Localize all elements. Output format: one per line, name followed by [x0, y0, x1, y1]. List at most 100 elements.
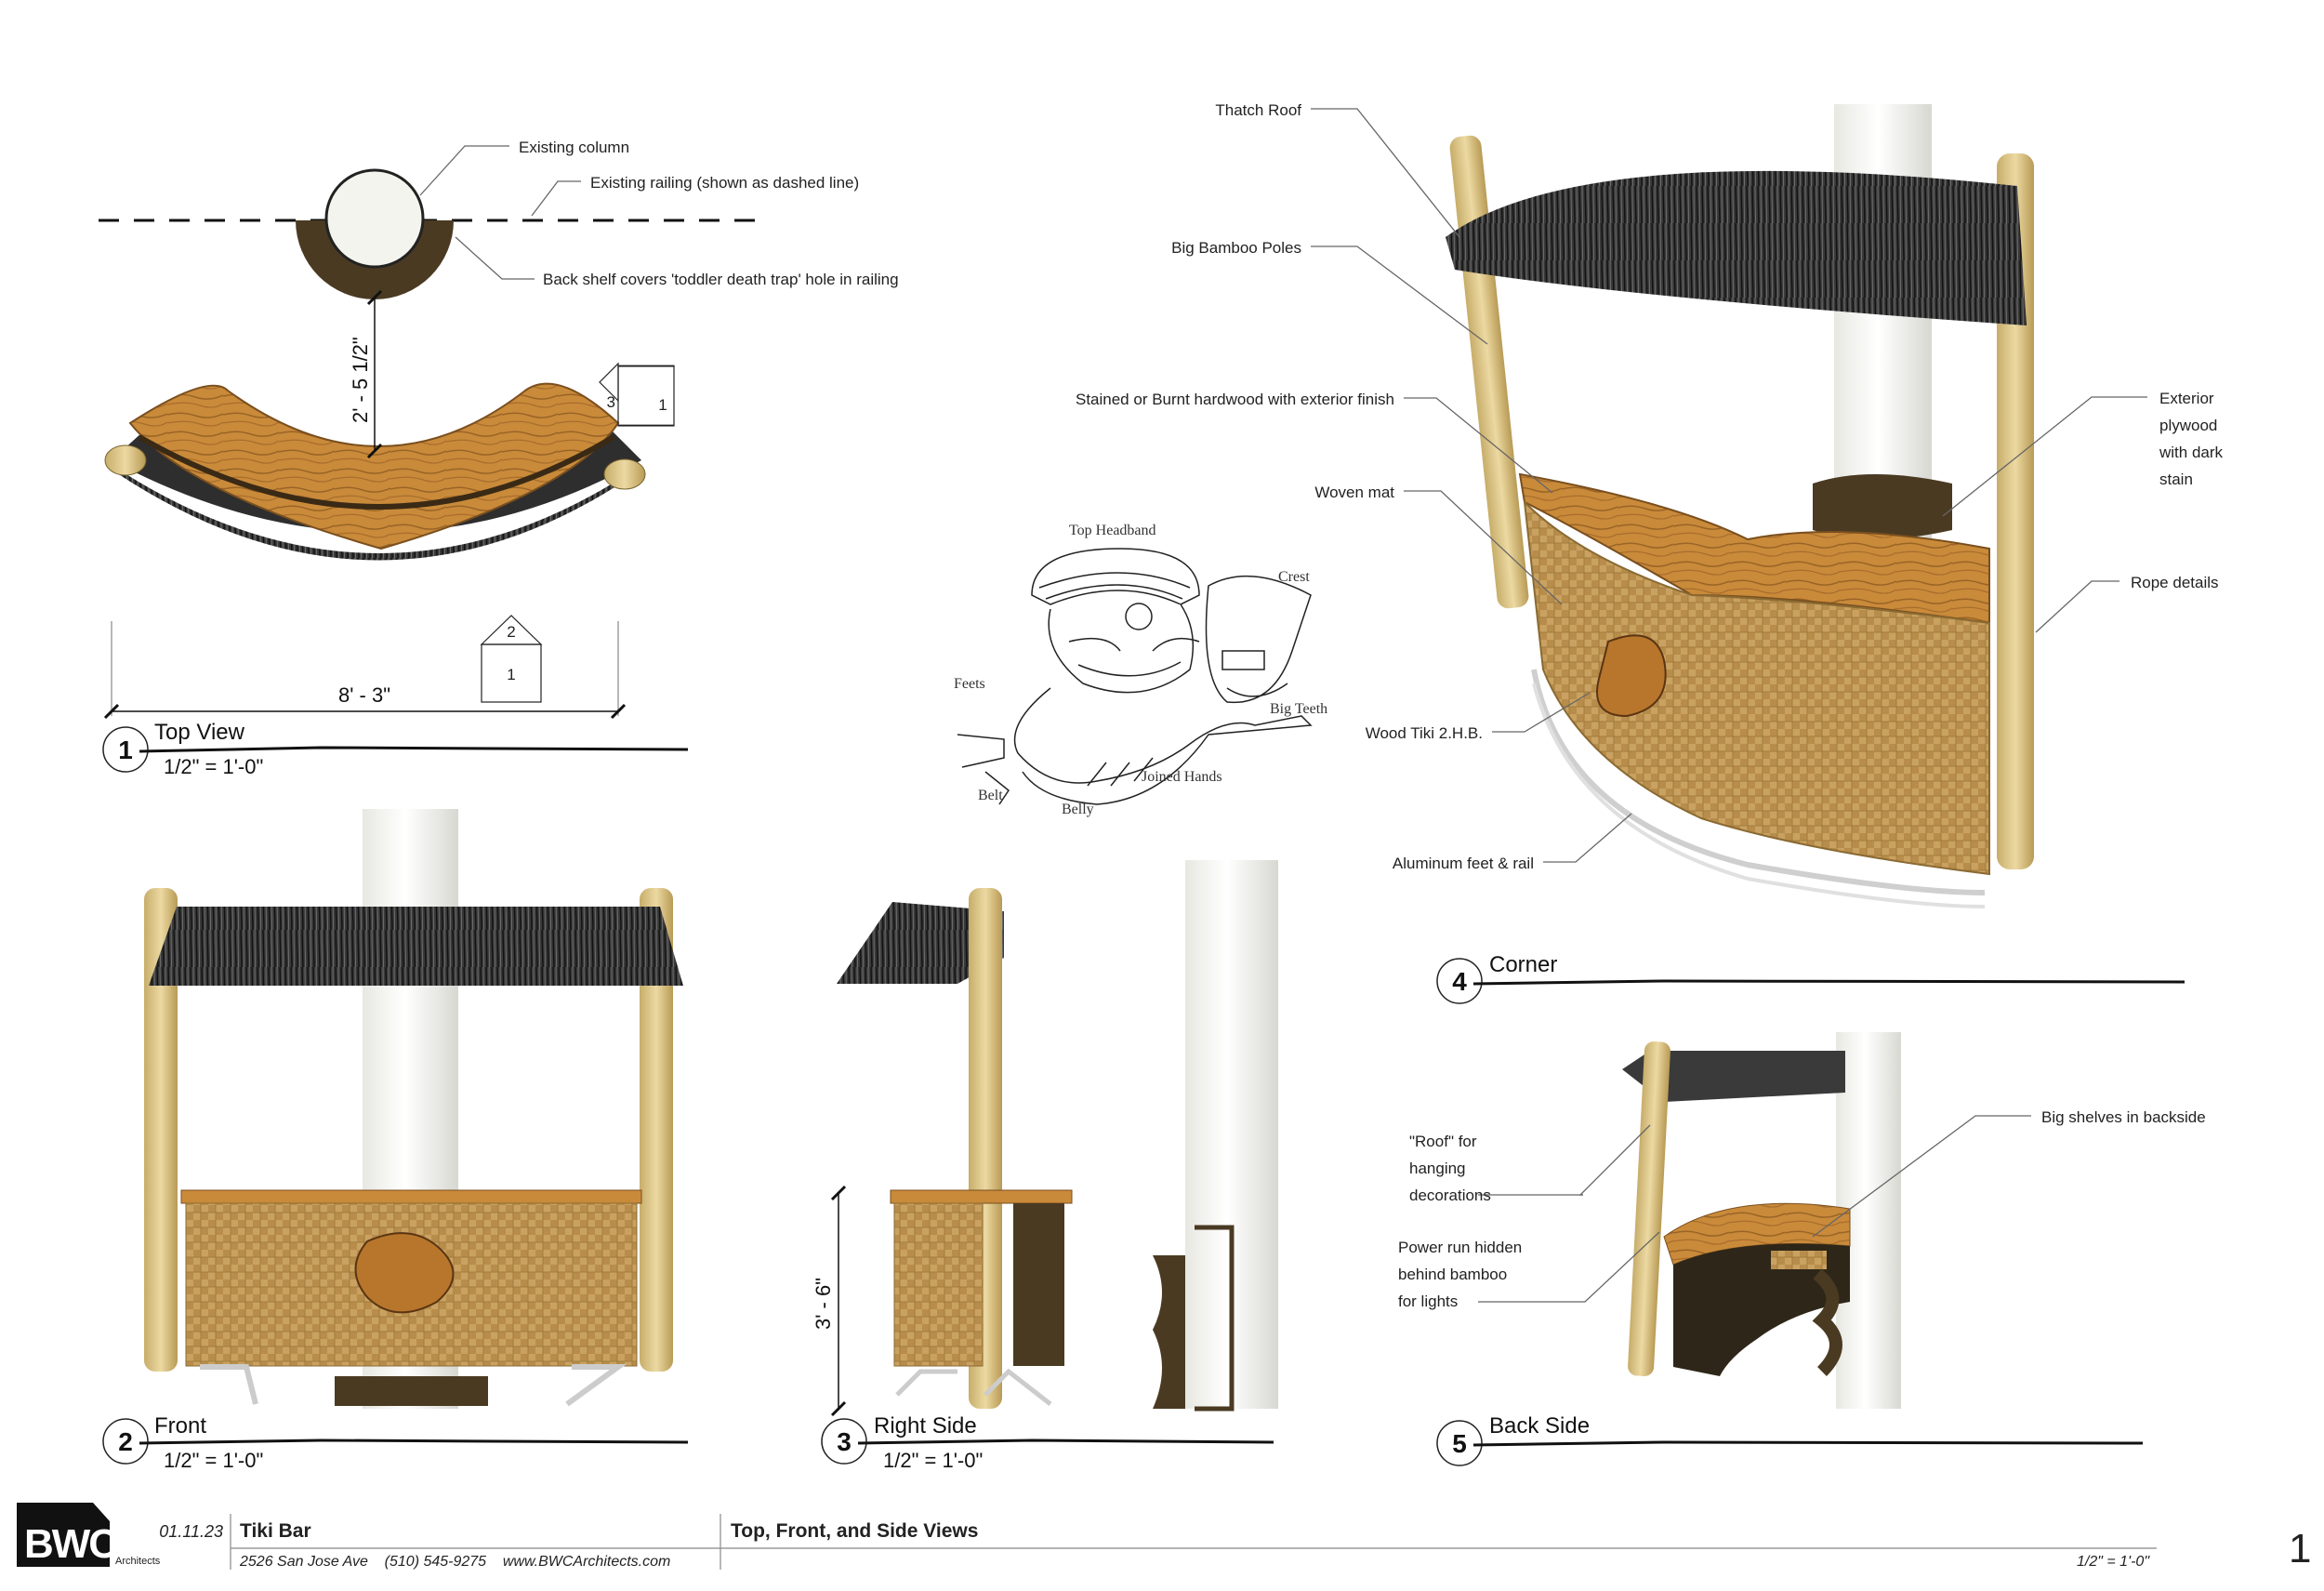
svg-text:4: 4	[1452, 967, 1467, 996]
view-1-scale: 1/2" = 1'-0"	[164, 755, 263, 778]
tiki-crest: Crest	[1278, 569, 1310, 585]
side-woven-mat	[893, 1202, 984, 1367]
tiki-sketch-labels: Top Headband Crest Feets Big Teeth Joine…	[954, 523, 1327, 817]
side-thatch-roof	[837, 902, 1004, 984]
tag-3-sheet: 1	[658, 396, 667, 414]
tiki-belly: Belly	[1062, 802, 1094, 817]
side-countertop	[890, 1189, 1073, 1204]
sheet-number: 1	[2289, 1526, 2311, 1571]
svg-text:plywood: plywood	[2159, 417, 2217, 434]
right-side-view: 3' - 6"	[812, 860, 1278, 1417]
existing-column-circle	[324, 168, 425, 269]
roof-hanging-label: "Roof" for hanging decorations	[1409, 1133, 1491, 1204]
top-view-bamboo-right	[603, 458, 646, 490]
view-4-title: 4 Corner	[1436, 952, 2185, 1004]
view-4-name: Corner	[1489, 952, 1557, 977]
svg-text:5: 5	[1452, 1429, 1467, 1458]
tiki-feets: Feets	[954, 676, 985, 692]
width-dimension: 8' - 3"	[338, 683, 390, 707]
big-bamboo-poles-label: Big Bamboo Poles	[1171, 239, 1301, 257]
tiki-big-teeth: Big Teeth	[1270, 701, 1327, 717]
bwc-logo	[17, 1503, 110, 1567]
depth-dimension: 2' - 5 1/2"	[349, 337, 372, 423]
tiki-sketch	[957, 548, 1313, 805]
view-3-scale: 1/2" = 1'-0"	[883, 1449, 983, 1472]
sheet-scale: 1/2" = 1'-0"	[2077, 1554, 2150, 1570]
woven-mat-label: Woven mat	[1314, 484, 1394, 501]
view-3-name: Right Side	[874, 1413, 977, 1439]
sheet-date: 01.11.23	[159, 1522, 223, 1541]
view-2-scale: 1/2" = 1'-0"	[164, 1449, 263, 1472]
view-2-title: 2 Front 1/2" = 1'-0"	[102, 1413, 689, 1472]
svg-text:2: 2	[118, 1427, 133, 1456]
sheet-title: Top, Front, and Side Views	[731, 1520, 978, 1542]
power-run-label: Power run hidden behind bamboo for light…	[1398, 1239, 1522, 1310]
office-address: 2526 San Jose Ave (510) 545-9275 www.BWC…	[239, 1554, 670, 1570]
front-countertop	[180, 1189, 642, 1204]
corner-aluminum-rail	[1531, 669, 1986, 895]
svg-text:Power run hidden: Power run hidden	[1398, 1239, 1522, 1256]
svg-text:hanging: hanging	[1409, 1160, 1466, 1177]
view-5-title: 5 Back Side	[1436, 1413, 2144, 1466]
svg-text:stain: stain	[2159, 471, 2193, 488]
logo-subtext: Architects	[115, 1556, 161, 1567]
corner-thatch-roof	[1446, 170, 2027, 325]
height-dimension: 3' - 6"	[812, 1278, 835, 1330]
side-back-shelf	[1013, 1203, 1064, 1366]
top-view-thatch-fringe	[112, 465, 641, 561]
top-view: 2' - 5 1/2" 8' - 3" 3 1 2 1 Existing col…	[99, 139, 899, 720]
back-thatch-roof	[1622, 1051, 1845, 1102]
back-bamboo	[1628, 1041, 1670, 1376]
title-block: BWC Architects 01.11.23 Tiki Bar 2526 Sa…	[17, 1503, 2311, 1571]
svg-text:1: 1	[118, 736, 133, 764]
big-shelves-label: Big shelves in backside	[2041, 1108, 2206, 1126]
stained-hardwood-label: Stained or Burnt hardwood with exterior …	[1076, 391, 1394, 408]
front-view	[144, 809, 683, 1409]
corner-view: Thatch Roof Big Bamboo Poles Stained or …	[1076, 101, 2224, 908]
svg-text:behind bamboo: behind bamboo	[1398, 1266, 1507, 1283]
svg-text:for lights: for lights	[1398, 1293, 1458, 1310]
front-wood-tiki	[354, 1232, 455, 1314]
corner-back-shelf	[1813, 474, 1952, 539]
logo-text: BWC	[24, 1521, 117, 1567]
corner-woven-mat	[1523, 499, 1990, 876]
corner-countertop	[1518, 472, 1990, 625]
back-big-shelves	[1673, 1243, 1850, 1376]
project-name: Tiki Bar	[240, 1520, 311, 1542]
svg-text:decorations: decorations	[1409, 1187, 1491, 1204]
view-3-title: 3 Right Side 1/2" = 1'-0"	[821, 1413, 1274, 1472]
tiki-belt: Belt	[978, 788, 1003, 803]
view-5-name: Back Side	[1489, 1413, 1590, 1439]
svg-text:Exterior: Exterior	[2159, 390, 2214, 407]
thatch-roof-label: Thatch Roof	[1215, 101, 1301, 119]
corner-bamboo-right	[1997, 153, 2034, 869]
back-shelf-label: Back shelf covers 'toddler death trap' h…	[543, 271, 899, 288]
corner-wood-tiki	[1596, 634, 1667, 718]
top-view-countertop	[128, 382, 620, 550]
wood-tiki-label: Wood Tiki 2.H.B.	[1366, 724, 1483, 742]
svg-text:"Roof" for: "Roof" for	[1409, 1133, 1477, 1150]
tiki-top-headband: Top Headband	[1069, 523, 1156, 538]
top-view-bamboo-left	[104, 444, 147, 476]
front-bamboo-left	[144, 888, 178, 1372]
view-1-title: 1 Top View 1/2" = 1'-0"	[102, 720, 689, 778]
existing-railing-label: Existing railing (shown as dashed line)	[590, 174, 859, 192]
existing-column-label: Existing column	[519, 139, 629, 156]
exterior-plywood-label: Exterior plywood with dark stain	[2159, 390, 2224, 488]
tag-2-number: 2	[507, 623, 515, 641]
top-view-counter-edge	[138, 434, 615, 510]
front-thatch-roof	[149, 907, 683, 986]
view-2-name: Front	[154, 1413, 206, 1439]
front-bamboo-right	[640, 888, 673, 1372]
svg-text:with dark: with dark	[2159, 444, 2224, 461]
back-side-view: "Roof" for hanging decorations Power run…	[1398, 1032, 2206, 1409]
section-tag-3: 3 1	[599, 362, 675, 427]
svg-text:3: 3	[837, 1427, 852, 1456]
tag-2-sheet: 1	[507, 666, 515, 683]
tag-3-number: 3	[607, 393, 615, 411]
rope-details-label: Rope details	[2131, 574, 2219, 591]
aluminum-feet-label: Aluminum feet & rail	[1393, 855, 1534, 872]
section-tag-2: 2 1	[480, 615, 543, 703]
view-1-name: Top View	[154, 720, 245, 745]
